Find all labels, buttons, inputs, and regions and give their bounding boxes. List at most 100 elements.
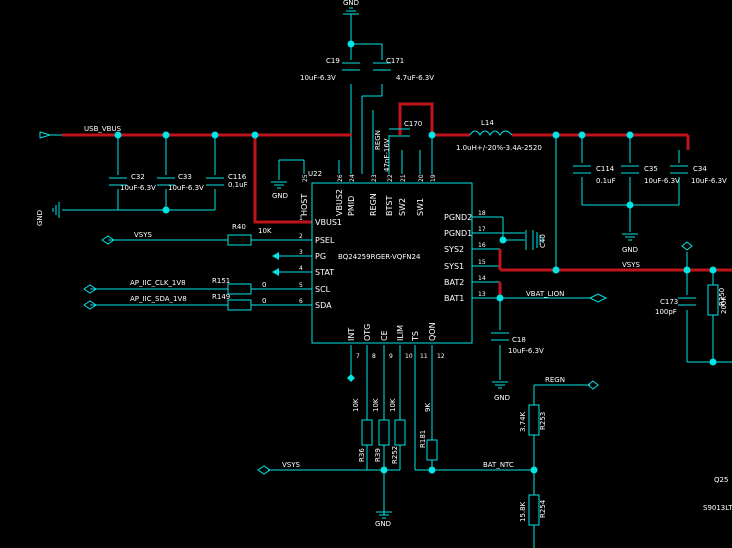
ic-top-pin-name: BTST xyxy=(385,196,394,216)
r149-ref: R149 xyxy=(212,293,230,301)
vbat-label: VBAT_LION xyxy=(526,290,564,298)
ic-left-pin-num: 6 xyxy=(299,298,303,305)
regn-port-icon xyxy=(587,380,599,390)
gnd-bottom-label: GND xyxy=(375,520,391,528)
gnd-output-label: GND xyxy=(622,246,638,254)
inductor-l14 xyxy=(469,130,513,136)
r252-value: 10K xyxy=(389,398,397,412)
ic-bottom-pin-name: OTG xyxy=(363,324,372,341)
int-arrow-icon xyxy=(347,374,355,382)
ic-top-pin-num: 24 xyxy=(349,174,356,182)
ic-left-pin-name: STAT xyxy=(315,268,334,277)
ic-left-pin-name: PG xyxy=(315,252,326,261)
r40-value: 10K xyxy=(258,227,272,235)
c116-ref: C116 xyxy=(228,173,247,181)
c116-value: 0.1uF xyxy=(228,181,248,189)
gnd-c40-icon xyxy=(536,232,544,248)
r253-ref: R253 xyxy=(539,412,547,430)
port-connectors xyxy=(39,131,693,475)
gnd-bottom-icon xyxy=(376,511,392,519)
c18-ref: C18 xyxy=(512,336,526,344)
r250-value: 200K xyxy=(720,296,728,314)
ic-left-pin-num: 2 xyxy=(299,233,303,240)
gnd-top-label: GND xyxy=(343,0,359,7)
c114-ref: C114 xyxy=(596,165,615,173)
r39-ref: R39 xyxy=(374,448,382,462)
ic-bottom-pin-num: 12 xyxy=(437,353,445,360)
capacitor-symbols xyxy=(109,62,696,341)
ic-bottom-pin-num: 7 xyxy=(356,353,360,360)
ic-bottom-pin-name: TS xyxy=(411,331,420,342)
c35-value: 10uF-6.3V xyxy=(644,177,680,185)
c33-ref: C33 xyxy=(178,173,192,181)
sda-net-label: AP_IIC_SDA_1V8 xyxy=(130,295,187,303)
ic-top-pin-name: REGN xyxy=(369,193,378,216)
gnd-left-icon xyxy=(52,202,60,218)
r151-value: 0 xyxy=(262,281,266,289)
c171-value: 4.7uF-6.3V xyxy=(396,74,434,82)
regn-net-label: REGN xyxy=(545,376,565,384)
ic-u22-body xyxy=(311,182,473,344)
gnd-c18-label: GND xyxy=(494,394,510,402)
c173-value: 100pF xyxy=(655,308,677,316)
r36-ref: R36 xyxy=(358,448,366,462)
stat-arrow-icon xyxy=(272,268,279,276)
ic-top-pin-num: 22 xyxy=(387,174,394,182)
ic-top-pin-num: 25 xyxy=(302,174,309,182)
q25-ref: Q25 xyxy=(714,476,728,484)
r181-ref: R181 xyxy=(419,430,427,448)
ic-bottom-pin-name: ILIM xyxy=(396,325,405,341)
ic-bottom-pin-num: 10 xyxy=(405,353,413,360)
ic-top-pin-num: 20 xyxy=(418,174,425,182)
gnd-top-icon xyxy=(343,7,359,15)
r36-value: 10K xyxy=(352,398,360,412)
ic-left-pin-num: 1 xyxy=(299,215,303,222)
ic-left-pin-name: VBUS1 xyxy=(315,218,342,227)
r149-value: 0 xyxy=(262,297,266,305)
c32-ref: C32 xyxy=(131,173,145,181)
ic-left-pin-num: 4 xyxy=(299,265,303,272)
c170-extra: REGN xyxy=(374,130,382,150)
c35-ref: C35 xyxy=(644,165,658,173)
ic-right-pin-num: 17 xyxy=(478,226,486,233)
c171-ref: C171 xyxy=(386,57,404,65)
ic-right-pin-name: SYS1 xyxy=(444,262,464,271)
c34-ref: C34 xyxy=(693,165,707,173)
ic-left-pin-num: 5 xyxy=(299,282,303,289)
ic-right-pin-name: BAT1 xyxy=(444,294,464,303)
junction-dots xyxy=(114,40,717,474)
c40-ref: C40 xyxy=(539,234,547,248)
gnd-host-label: GND xyxy=(272,192,288,200)
r39-value: 10K xyxy=(372,398,380,412)
ic-top-pin-num: 19 xyxy=(430,174,437,182)
ic-bottom-pin-num: 8 xyxy=(372,353,376,360)
usb-vbus-label: USB_VBUS xyxy=(84,125,122,133)
vbat-port-icon xyxy=(588,293,608,303)
ic-bottom-pin-num: 9 xyxy=(389,353,393,360)
c19-value: 10uF-6.3V xyxy=(300,74,336,82)
ic-top-pin-num: 21 xyxy=(400,174,407,182)
ic-left-pin-name: SDA xyxy=(315,301,332,310)
q25-value: S9013LT xyxy=(703,504,732,512)
ic-right-pin-name: PGND2 xyxy=(444,213,472,222)
ic-right-pin-num: 16 xyxy=(478,242,486,249)
vsys-left-label: VSYS xyxy=(134,231,153,239)
ic-right-pin-num: 14 xyxy=(478,275,486,282)
ic-right-pin-num: 15 xyxy=(478,259,486,266)
ic-left-pin-num: 3 xyxy=(299,249,303,256)
usb-vbus-port-icon xyxy=(39,131,52,139)
pg-arrow-icon xyxy=(272,252,279,260)
resistor-symbols xyxy=(227,234,719,526)
gnd-c18-icon xyxy=(492,381,508,389)
vsys-bottom-port-icon xyxy=(257,465,271,475)
ic-left-pin-name: PSEL xyxy=(315,236,335,245)
r254-value: 15.8K xyxy=(519,501,527,522)
gnd-output-icon xyxy=(622,233,638,241)
ic-text: U22 BQ24259RGER-VQFN24 VBUS11PSEL2PG3STA… xyxy=(299,170,486,360)
bat-ntc-label: BAT_NTC xyxy=(483,461,514,469)
power-traces xyxy=(62,102,732,298)
ic-ref: U22 xyxy=(308,170,322,178)
ground-symbols xyxy=(52,7,638,519)
ic-top-pin-name: VBUS2 xyxy=(335,189,344,216)
